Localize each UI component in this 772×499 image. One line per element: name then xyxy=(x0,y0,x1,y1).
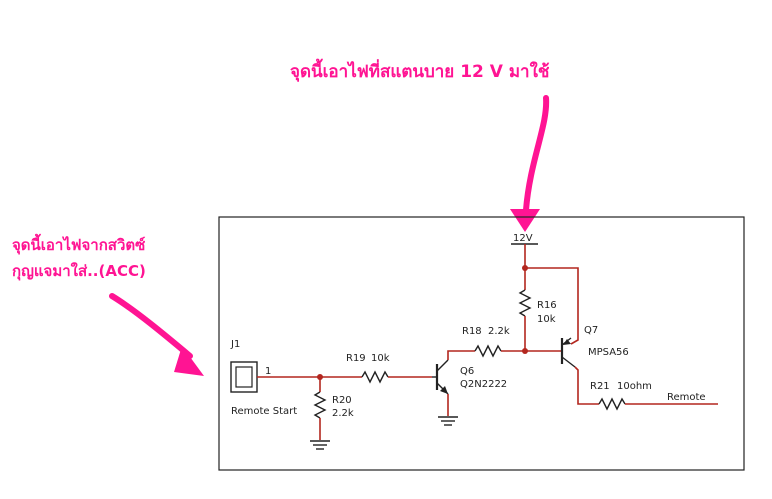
r19-value: 10k xyxy=(371,353,390,364)
j1-label: Remote Start xyxy=(231,406,297,417)
q7-emitter-wire xyxy=(525,267,579,345)
r16-value: 10k xyxy=(537,314,556,325)
q7-transistor xyxy=(560,337,576,368)
q6-ref: Q6 xyxy=(460,366,474,377)
r20-ref: R20 xyxy=(332,395,352,406)
j1-pin-number: 1 xyxy=(265,366,271,377)
q6-collector-wire xyxy=(447,350,475,360)
r21-value: 10ohm xyxy=(617,381,652,392)
r21-resistor xyxy=(598,397,626,411)
q7-ref: Q7 xyxy=(584,325,598,336)
output-label: Remote xyxy=(667,392,706,403)
r20-value: 2.2k xyxy=(332,408,354,419)
r21-ref: R21 xyxy=(590,381,610,392)
ground-symbol-r20 xyxy=(310,440,330,450)
top-annotation: จุดนี้เอาไฟที่สแตนบาย 12 V มาใช้ xyxy=(290,62,550,82)
q7-collector-wire xyxy=(574,366,599,405)
left-arrow xyxy=(109,293,204,376)
top-arrow xyxy=(510,95,550,232)
ground-symbol-q6 xyxy=(438,416,458,426)
left-annotation-line1: จุดนี้เอาไฟจากสวิตซ์ xyxy=(12,236,146,254)
q6-part: Q2N2222 xyxy=(460,379,507,390)
r19-resistor xyxy=(361,370,389,384)
r18-resistor xyxy=(474,344,502,358)
left-annotation: จุดนี้เอาไฟจากสวิตซ์ กุญแจมาใส่..(ACC) xyxy=(12,232,146,284)
j1-pin xyxy=(235,366,253,388)
r20-resistor xyxy=(313,391,327,419)
schematic-frame xyxy=(218,216,745,471)
r18-ref: R18 xyxy=(462,326,482,337)
q7-base-node xyxy=(522,348,528,354)
r19-ref: R19 xyxy=(346,353,366,364)
q6-transistor xyxy=(432,359,449,395)
j1-ref: J1 xyxy=(230,339,240,350)
r16-resistor xyxy=(518,289,532,317)
left-annotation-line2: กุญแจมาใส่..(ACC) xyxy=(12,262,146,280)
supply-label: 12V xyxy=(513,233,533,244)
q7-part: MPSA56 xyxy=(588,347,629,358)
r16-ref: R16 xyxy=(537,300,557,311)
r18-value: 2.2k xyxy=(488,326,510,337)
